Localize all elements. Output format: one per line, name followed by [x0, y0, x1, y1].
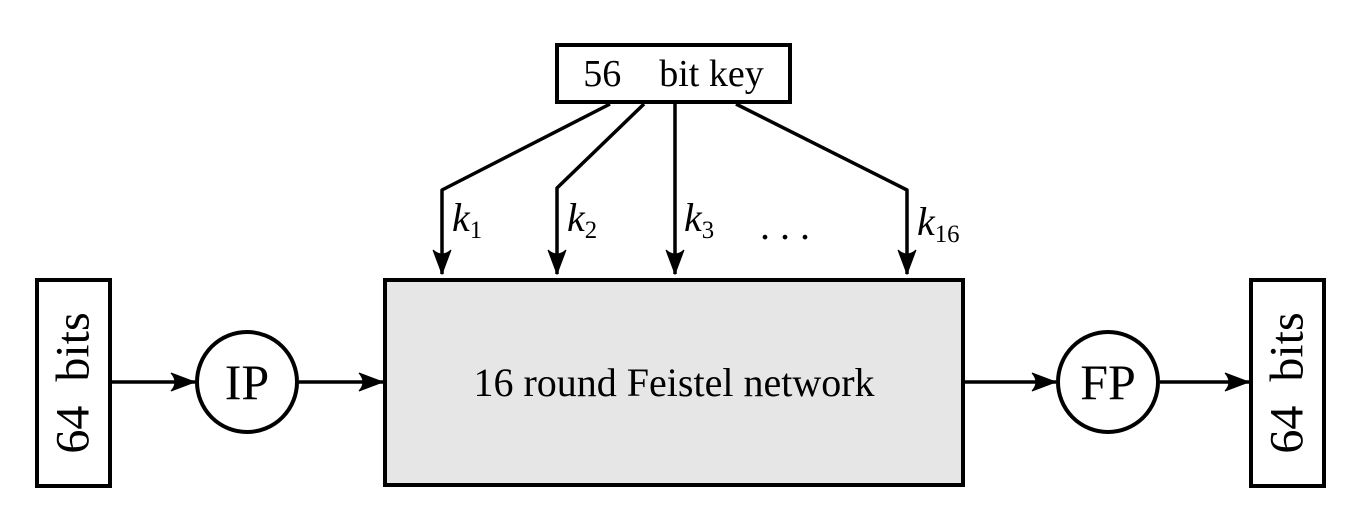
key-arrow-k1: [442, 102, 611, 274]
round-key-k1-base: k: [452, 195, 470, 240]
key-box: 56 bit key: [555, 43, 792, 104]
output-bits-box: 64 bits: [1249, 278, 1326, 488]
round-key-k1-sub: 1: [469, 216, 483, 244]
feistel-network-label: 16 round Feistel network: [473, 359, 875, 405]
round-key-label-k1: k1: [452, 195, 482, 243]
round-key-k3-base: k: [684, 195, 702, 240]
ip-label: IP: [224, 354, 270, 410]
round-key-k3-sub: 3: [701, 216, 715, 244]
round-key-k2-sub: 2: [584, 216, 598, 244]
feistel-network-box: 16 round Feistel network: [383, 278, 965, 487]
round-key-k16-base: k: [917, 199, 935, 244]
ip-circle: IP: [195, 330, 299, 434]
round-key-label-k2: k2: [567, 195, 597, 243]
input-bits-box: 64 bits: [35, 278, 112, 488]
key-arrow-k2: [557, 102, 646, 274]
fp-circle: FP: [1056, 330, 1160, 434]
round-key-ellipsis: . . .: [760, 203, 810, 248]
key-arrow-k16: [735, 102, 907, 274]
key-box-label: 56 bit key: [583, 52, 764, 95]
fp-label: FP: [1080, 354, 1136, 410]
round-key-k16-sub: 16: [934, 220, 960, 248]
round-key-label-k16: k16: [917, 199, 960, 247]
round-key-label-k3: k3: [684, 195, 714, 243]
input-bits-label: 64 bits: [46, 312, 100, 454]
output-bits-label: 64 bits: [1260, 312, 1314, 454]
round-key-k2-base: k: [567, 195, 585, 240]
